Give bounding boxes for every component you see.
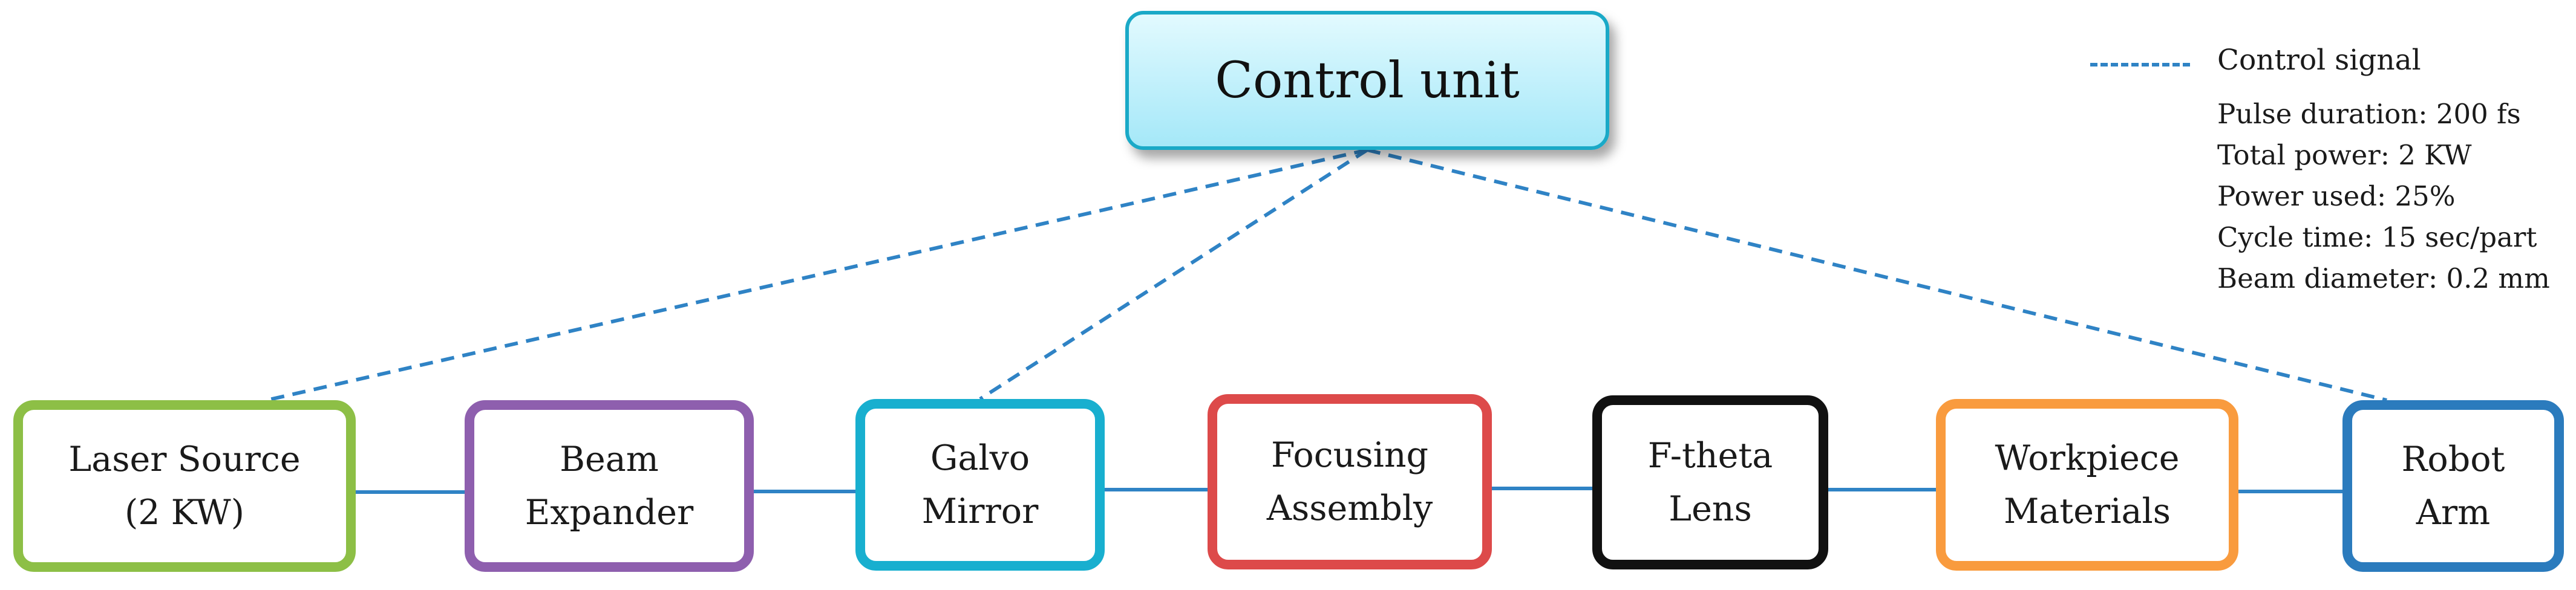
workpiece-materials-label-line2: Materials — [2004, 491, 2171, 531]
beam-expander-label-line1: Beam — [560, 439, 659, 479]
parameter-total-power: Total power: 2 KW — [2217, 139, 2472, 171]
galvo-mirror-label-line2: Mirror — [921, 491, 1039, 531]
beam-expander-box[interactable]: Beam Expander — [465, 400, 754, 572]
parameter-pulse-duration: Pulse duration: 200 fs — [2217, 98, 2521, 130]
f-theta-lens-label-line2: Lens — [1669, 489, 1752, 529]
parameter-power-used: Power used: 25% — [2217, 180, 2456, 212]
parameter-beam-diameter: Beam diameter: 0.2 mm — [2217, 262, 2550, 294]
control-signal-line-galvo-mirror — [979, 148, 1368, 401]
focusing-assembly-label-line2: Assembly — [1266, 488, 1433, 528]
control-signal-line-robot-arm — [1367, 148, 2387, 402]
beam-expander-label-line2: Expander — [525, 493, 694, 533]
f-theta-lens-box[interactable]: F-theta Lens — [1592, 395, 1828, 569]
galvo-mirror-box[interactable]: Galvo Mirror — [855, 399, 1105, 571]
laser-source-label-line2: (2 KW) — [125, 493, 244, 533]
control-unit-label: Control unit — [1215, 51, 1520, 109]
laser-source-label-line1: Laser Source — [68, 439, 301, 479]
f-theta-lens-label-line1: F-theta — [1647, 436, 1773, 476]
robot-arm-label-line2: Arm — [2416, 493, 2491, 533]
galvo-mirror-label-line1: Galvo — [930, 438, 1030, 478]
laser-source-box[interactable]: Laser Source (2 KW) — [13, 400, 356, 572]
focusing-assembly-box[interactable]: Focusing Assembly — [1208, 394, 1492, 569]
control-unit-box[interactable]: Control unit — [1125, 11, 1609, 150]
workpiece-materials-box[interactable]: Workpiece Materials — [1936, 399, 2238, 571]
robot-arm-box[interactable]: Robot Arm — [2342, 400, 2564, 572]
legend-dashed-line — [2090, 63, 2190, 66]
workpiece-materials-label-line1: Workpiece — [1995, 438, 2180, 478]
parameter-list: Pulse duration: 200 fs Total power: 2 KW… — [2217, 94, 2550, 299]
legend-control-signal-label: Control signal — [2217, 44, 2421, 77]
parameter-cycle-time: Cycle time: 15 sec/part — [2217, 221, 2537, 253]
control-signal-line-laser-source — [266, 148, 1368, 402]
robot-arm-label-line1: Robot — [2401, 439, 2505, 479]
focusing-assembly-label-line1: Focusing — [1270, 435, 1429, 475]
